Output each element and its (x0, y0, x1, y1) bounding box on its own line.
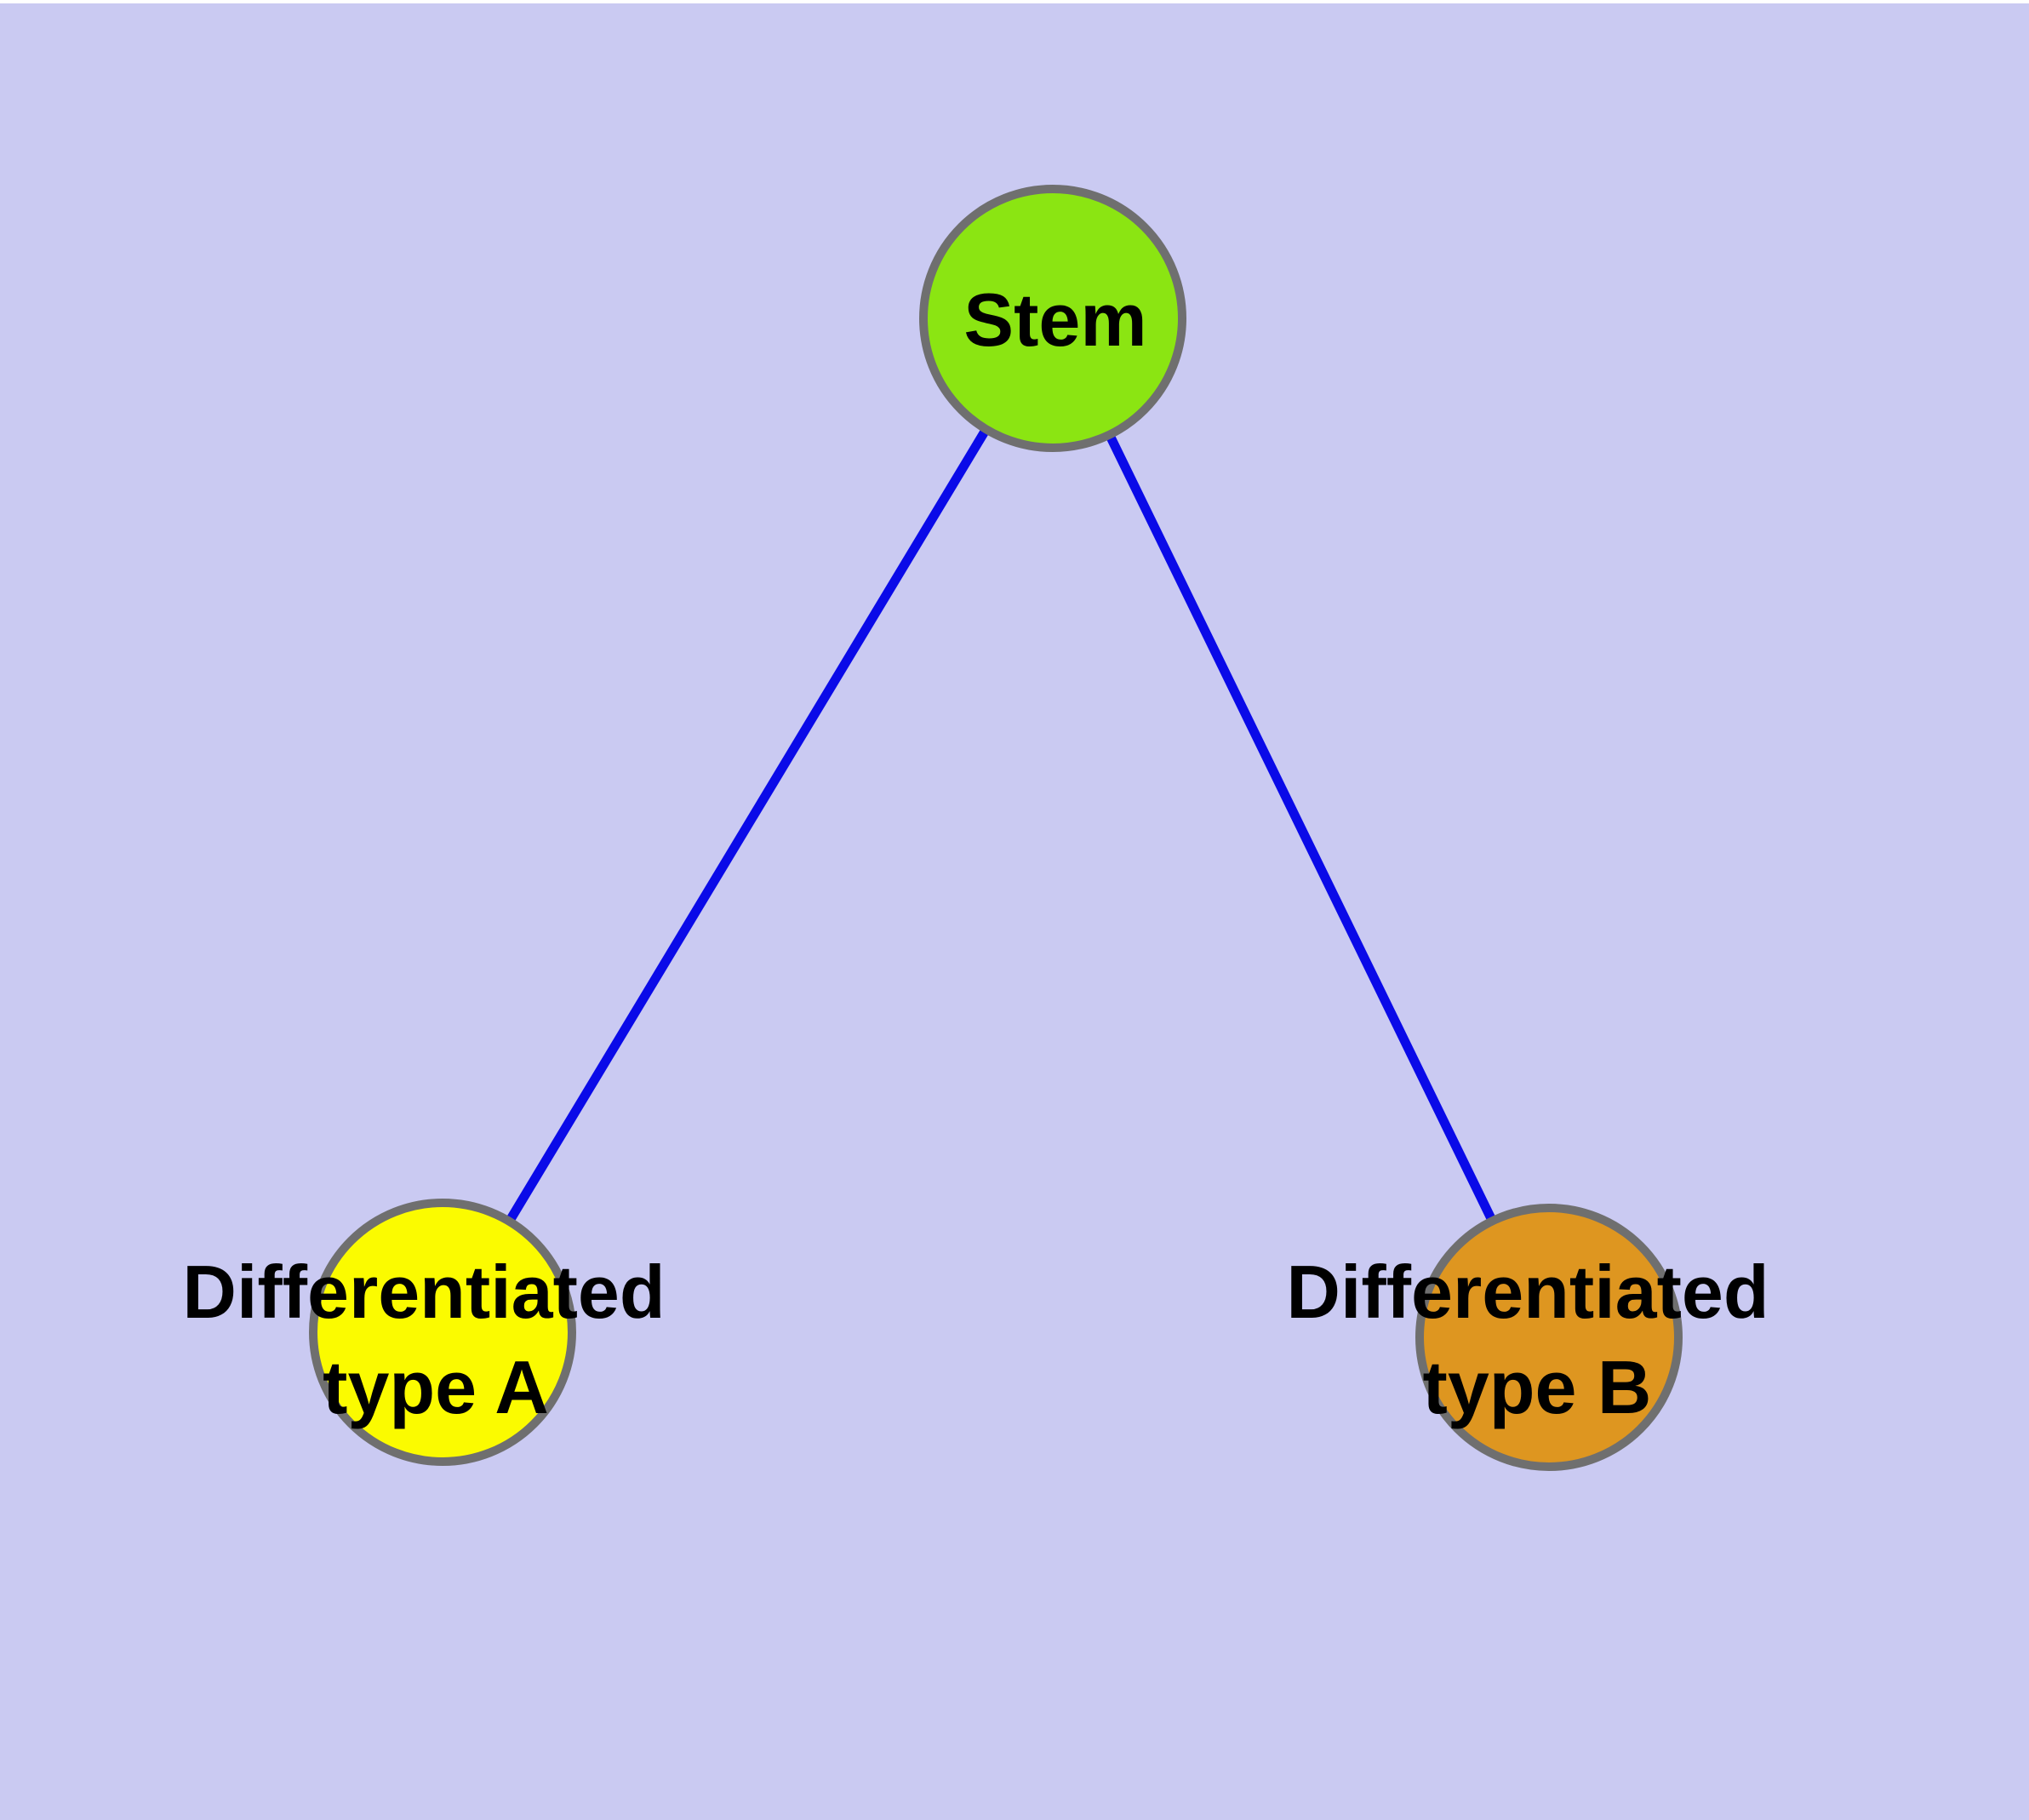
node-stem-label: Stem (963, 278, 1146, 362)
node-type-b-circle (1415, 1204, 1683, 1471)
node-type-b-label-line1: Differentiated (1286, 1250, 1769, 1334)
node-stem-circle (919, 185, 1186, 452)
node-type-a-label-line2: type A (323, 1345, 549, 1429)
node-type-a-circle (309, 1199, 576, 1466)
top-edge-strip (0, 0, 2029, 3)
node-type-a-label-line1: Differentiated (182, 1250, 665, 1334)
edge-stem-to-type-a (438, 316, 1057, 1335)
node-type-b-label-line2: type B (1423, 1345, 1652, 1429)
edge-stem-to-type-b (1049, 316, 1553, 1340)
